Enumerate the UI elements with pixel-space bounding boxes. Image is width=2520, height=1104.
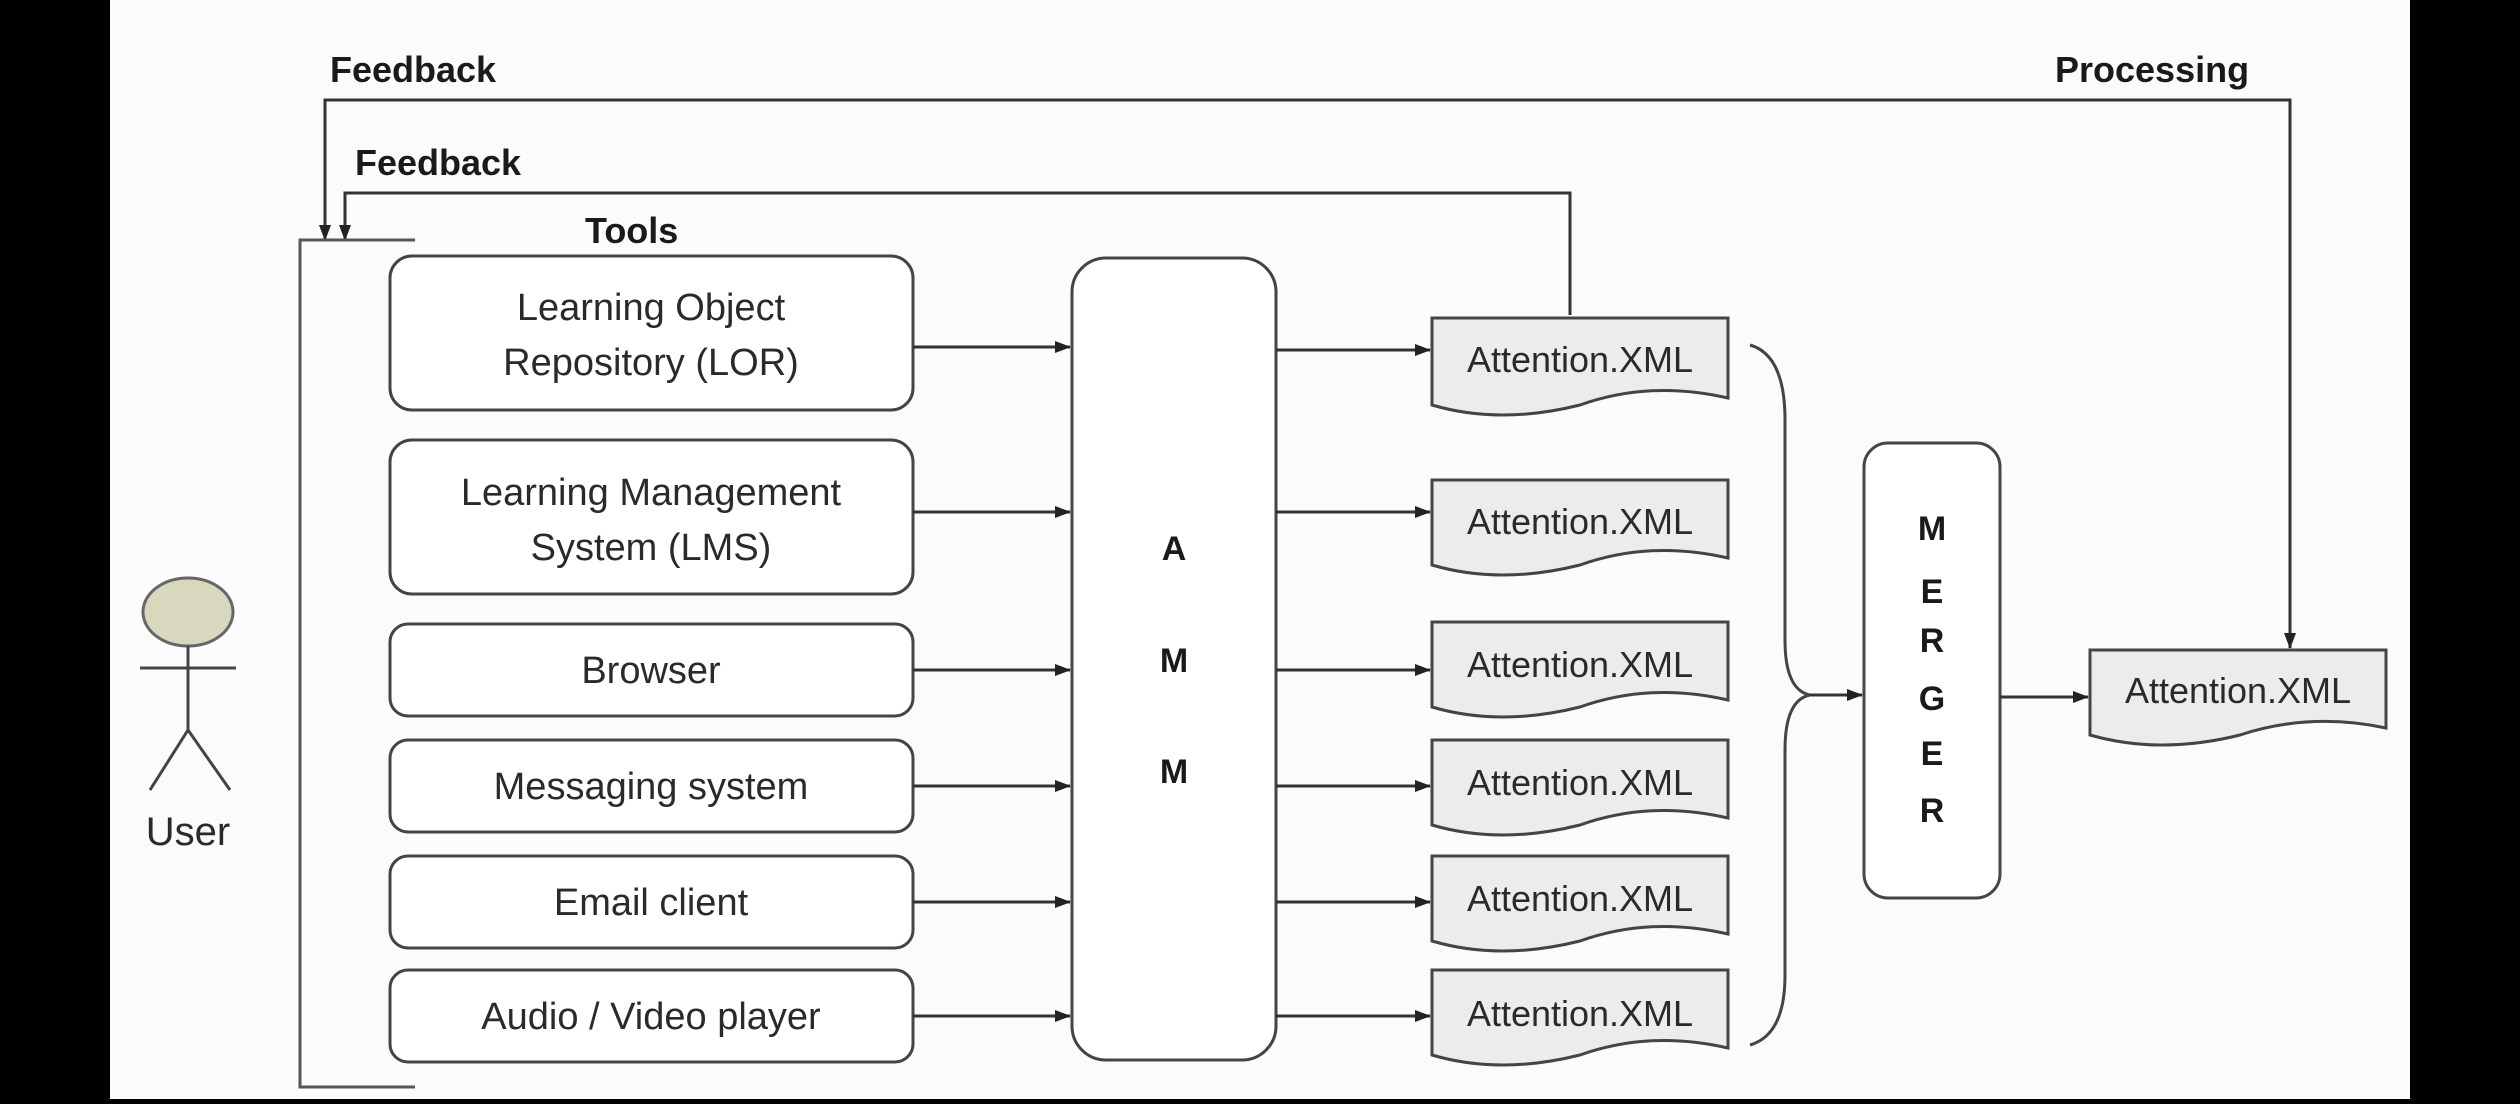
attention-doc: Attention.XML	[1430, 854, 1730, 953]
processing-label: Processing	[2055, 49, 2249, 90]
tool-label: Messaging system	[494, 766, 809, 808]
attention-doc: Attention.XML	[1430, 620, 1730, 719]
user-label: User	[146, 810, 230, 854]
tool-label-line1: Learning Object	[517, 287, 786, 329]
tool-label: Email client	[554, 882, 749, 924]
merger-letter: R	[1920, 622, 1945, 660]
user-head-icon	[141, 576, 235, 648]
tool-label: Browser	[581, 650, 721, 692]
attention-doc: Attention.XML	[1430, 968, 1730, 1067]
amm-letter: M	[1160, 642, 1188, 680]
tool-label-line1: Learning Management	[461, 472, 842, 514]
attention-doc-label: Attention.XML	[1467, 501, 1693, 542]
merger-letter: M	[1918, 510, 1946, 548]
feedback-inner-label: Feedback	[355, 142, 522, 183]
tool-box-browser: Browser	[388, 622, 915, 718]
amm-letter: A	[1162, 530, 1187, 568]
attention-doc: Attention.XML	[1430, 478, 1730, 577]
amm-box: A M M	[1070, 256, 1278, 1062]
attention-doc-label: Attention.XML	[1467, 339, 1693, 380]
diagram-canvas: Feedback Feedback Processing Tools User …	[110, 0, 2410, 1099]
curly-brace	[1749, 343, 1811, 1047]
tool-box-lor: Learning Object Repository (LOR)	[388, 254, 915, 412]
amm-letter: M	[1160, 753, 1188, 791]
tool-box-audio-video: Audio / Video player	[388, 968, 915, 1064]
merger-letter: G	[1919, 680, 1945, 718]
attention-doc-label: Attention.XML	[1467, 762, 1693, 803]
tools-label: Tools	[585, 210, 678, 251]
final-attention-doc: Attention.XML	[2088, 648, 2388, 747]
merger-letter: R	[1920, 792, 1945, 830]
tool-label-line2: Repository (LOR)	[503, 342, 799, 384]
attention-flow-diagram: Feedback Feedback Processing Tools User …	[140, 49, 2388, 1089]
tool-box-email: Email client	[388, 854, 915, 950]
merger-letter: E	[1921, 573, 1944, 611]
tool-box-lms: Learning Management System (LMS)	[388, 438, 915, 596]
attention-doc: Attention.XML	[1430, 738, 1730, 837]
user-actor: User	[140, 576, 236, 854]
tool-label-line2: System (LMS)	[531, 527, 772, 569]
tool-box-messaging: Messaging system	[388, 738, 915, 834]
final-attention-doc-label: Attention.XML	[2125, 670, 2351, 711]
attention-doc-label: Attention.XML	[1467, 878, 1693, 919]
tools-bracket	[298, 238, 415, 1089]
feedback-outer-label: Feedback	[330, 49, 497, 90]
attention-doc-label: Attention.XML	[1467, 993, 1693, 1034]
tool-label: Audio / Video player	[481, 996, 821, 1038]
attention-doc-label: Attention.XML	[1467, 644, 1693, 685]
attention-doc: Attention.XML	[1430, 316, 1730, 417]
merger-letter: E	[1921, 735, 1944, 773]
merger-box: M E R G E R	[1862, 441, 2002, 900]
